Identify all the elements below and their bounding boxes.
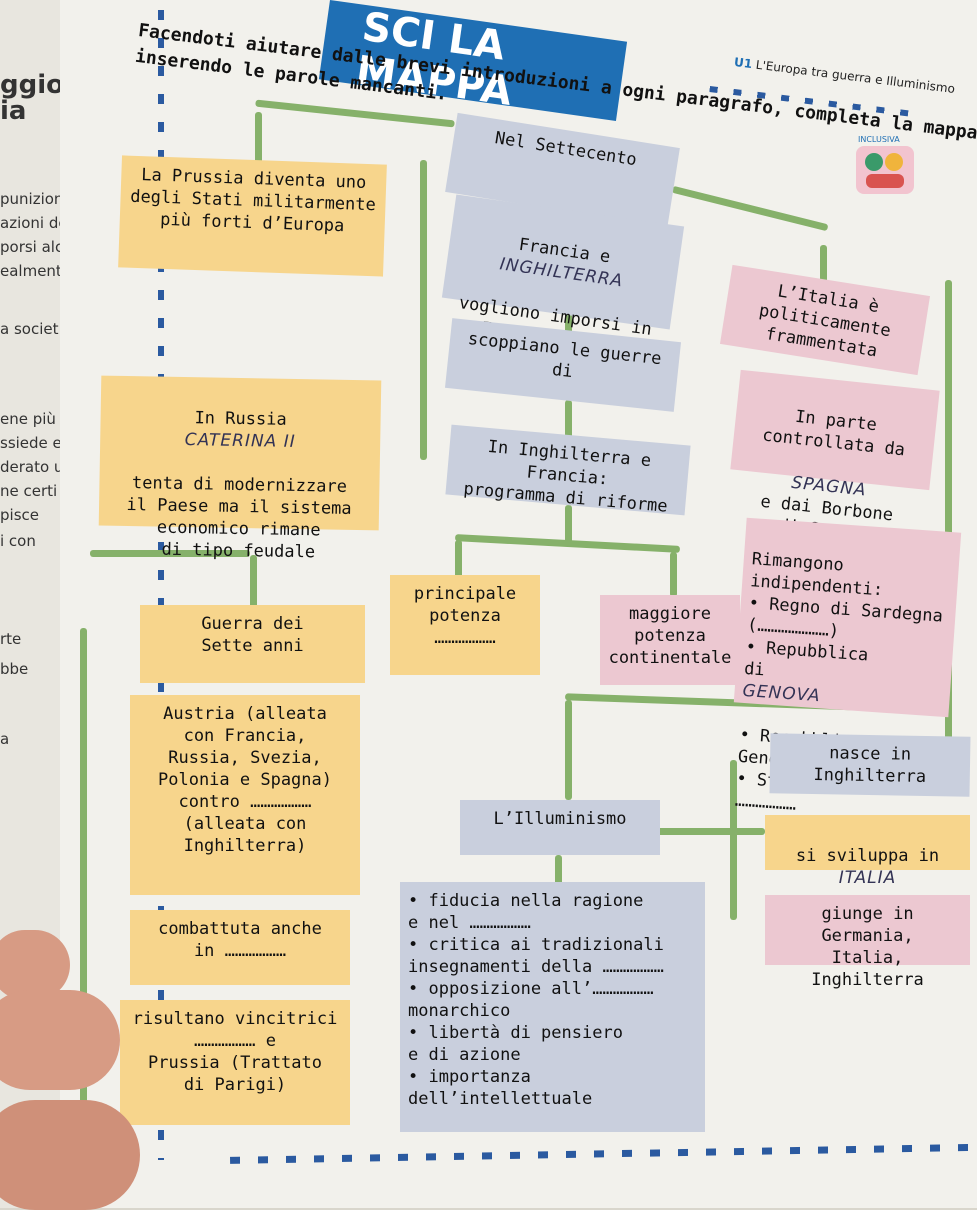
left-fragment: ene più <box>0 410 56 428</box>
left-fragment: azioni deg <box>0 214 72 232</box>
left-fragment: pisce <box>0 506 39 524</box>
connector-line <box>565 400 572 440</box>
page-dashes-bottom <box>229 1143 977 1164</box>
connector-line <box>820 245 827 295</box>
hand-thumb <box>0 1100 140 1210</box>
box-indipendenti: Rimangono indipendenti: • Regno di Sarde… <box>733 517 962 815</box>
connector-line <box>90 550 250 557</box>
connector-line <box>670 552 677 597</box>
connector-line <box>565 700 572 800</box>
connector-line <box>255 112 262 172</box>
box-russia: In Russia CATERINA II tenta di modernizz… <box>98 375 382 562</box>
connector-line <box>80 628 87 1128</box>
russia-text: In Russia <box>194 408 287 430</box>
indipendenti-text: Rimangono indipendenti: • Regno di Sarde… <box>743 549 944 681</box>
box-maggiore: maggiore potenza continentale <box>600 595 740 685</box>
left-fragment: a societ <box>0 320 59 338</box>
sviluppa-filled-answer: ITALIA <box>838 868 897 888</box>
box-guerra-sette-anni: Guerra dei Sette anni <box>140 605 365 683</box>
connector-line <box>565 505 572 545</box>
svg-text:INCLUSIVA: INCLUSIVA <box>858 135 900 144</box>
left-fragment: bbe <box>0 660 29 678</box>
box-germania: giunge in Germania, Italia, Inghilterra <box>765 895 970 990</box>
left-fragment: ealmente <box>0 262 72 280</box>
box-prussia: La Prussia diventa uno degli Stati milit… <box>118 155 387 277</box>
left-fragment: porsi alcu <box>0 238 72 256</box>
box-combattuta: combattuta anche in ……………… <box>130 910 350 985</box>
left-fragment: ssiede e <box>0 434 62 452</box>
russia-filled-answer: CATERINA II <box>184 430 296 452</box>
box-vincitrici: risultano vincitrici ……………… e Prussia (T… <box>120 1000 350 1125</box>
left-fragment: ia <box>0 96 27 126</box>
connector-line <box>250 555 257 610</box>
unit-code: U1 <box>733 55 753 72</box>
box-principale: principale potenza ……………… <box>390 575 540 675</box>
box-illuminismo: L’Illuminismo <box>460 800 660 855</box>
inclusiva-badge-icon: INCLUSIVA <box>856 135 914 194</box>
left-fragment: punizioni n <box>0 190 72 208</box>
connector-line <box>555 855 562 895</box>
page-dashes-left <box>158 10 164 1160</box>
connector-line <box>945 280 952 740</box>
left-fragment: rte <box>0 630 22 648</box>
box-spagna: In parte controllata da SPAGNA e dai Bor… <box>730 369 940 545</box>
sviluppa-text: si sviluppa in <box>795 846 940 866</box>
hand-thumb <box>0 990 120 1090</box>
left-fragment: derato u <box>0 458 64 476</box>
spagna-text: In parte controllata da <box>761 406 906 461</box>
left-fragment: ggio <box>0 70 64 100</box>
box-sviluppa: si sviluppa in ITALIA <box>765 815 970 888</box>
connector-line <box>455 540 462 580</box>
left-fragment: i con <box>0 532 36 550</box>
connector-line <box>655 828 765 835</box>
box-principi-illuminismo: • fiducia nella ragione e nel ……………… • c… <box>400 882 705 1132</box>
indipendenti-filled-answer: GENOVA <box>741 680 822 707</box>
box-austria: Austria (alleata con Francia, Russia, Sv… <box>130 695 360 895</box>
hand-thumb <box>0 930 70 1000</box>
left-fragment: a <box>0 730 10 748</box>
connector-line <box>730 760 737 920</box>
box-nasce: nasce in Inghilterra <box>769 733 971 797</box>
connector-line <box>420 160 427 460</box>
left-fragment: ne certi <box>0 482 58 500</box>
